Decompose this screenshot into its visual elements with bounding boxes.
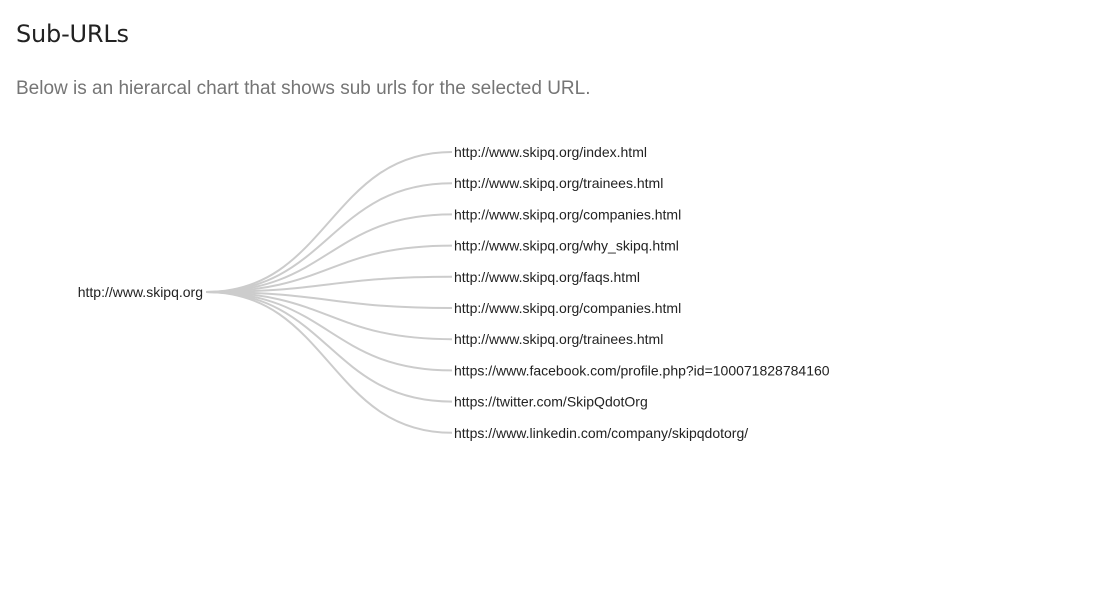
root-url-label[interactable]: http://www.skipq.org: [78, 284, 203, 300]
tree-link: [205, 291, 453, 372]
child-url-label[interactable]: http://www.skipq.org/trainees.html: [454, 175, 663, 191]
child-url-label[interactable]: http://www.skipq.org/why_skipq.html: [454, 238, 679, 254]
tree-link: [205, 213, 453, 293]
child-url-label[interactable]: http://www.skipq.org/faqs.html: [454, 269, 640, 285]
child-url-label[interactable]: https://twitter.com/SkipQdotOrg: [454, 394, 648, 410]
child-url-label[interactable]: http://www.skipq.org/index.html: [454, 144, 647, 160]
child-url-label[interactable]: http://www.skipq.org/trainees.html: [454, 331, 663, 347]
child-url-label[interactable]: https://www.linkedin.com/company/skipqdo…: [454, 425, 748, 441]
page-subtitle: Below is an hierarcal chart that shows s…: [16, 78, 591, 99]
tree-link: [205, 291, 453, 341]
tree-link: [205, 182, 453, 293]
page-title: Sub-URLs: [16, 20, 129, 48]
child-url-label[interactable]: http://www.skipq.org/companies.html: [454, 300, 681, 316]
child-url-label[interactable]: https://www.facebook.com/profile.php?id=…: [454, 362, 830, 378]
tree-links: [205, 151, 453, 434]
tree-nodes: http://www.skipq.org http://www.skipq.or…: [78, 144, 830, 441]
child-url-label[interactable]: http://www.skipq.org/companies.html: [454, 206, 681, 222]
tree-link: [205, 244, 453, 293]
tree-link: [205, 275, 453, 293]
tree-link: [205, 151, 453, 293]
tree-link: [205, 291, 453, 403]
tree-link: [205, 291, 453, 309]
tree-link: [205, 291, 453, 434]
